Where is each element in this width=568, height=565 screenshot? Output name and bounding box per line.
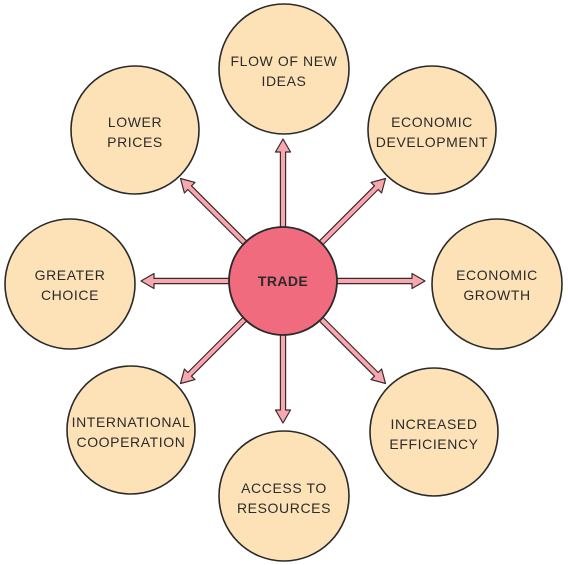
- node-label-line: ECONOMIC: [391, 114, 473, 130]
- node-label-line: FLOW OF NEW: [231, 53, 338, 69]
- node-label-line: RESOURCES: [237, 500, 331, 516]
- node-label-line: EFFICIENCY: [389, 436, 478, 452]
- arrow-to-increased-efficiency: [315, 313, 387, 385]
- node-label-line: INCREASED: [390, 416, 477, 432]
- node-greater-choice-circle: [4, 218, 136, 350]
- arrow-to-flow-of-new-ideas: [274, 138, 292, 232]
- node-flow-of-new-ideas: FLOW OF NEW IDEAS: [218, 3, 350, 135]
- node-lower-prices: LOWER PRICES: [70, 65, 200, 195]
- arrow-to-economic-growth: [332, 272, 426, 290]
- node-label-line: IDEAS: [261, 73, 306, 89]
- bubble-layer: FLOW OF NEW IDEAS ECONOMIC DEVELOPMENT E…: [4, 3, 563, 562]
- node-international-cooperation: INTERNATIONAL COOPERATION: [66, 365, 196, 495]
- node-label-line: CHOICE: [41, 287, 99, 303]
- node-increased-efficiency-circle: [369, 367, 499, 497]
- node-access-to-resources: ACCESS TO RESOURCES: [218, 430, 350, 562]
- center-node: TRADE: [228, 226, 338, 336]
- arrow-to-international-cooperation: [179, 313, 251, 385]
- node-economic-growth: ECONOMIC GROWTH: [431, 218, 563, 350]
- node-lower-prices-circle: [70, 65, 200, 195]
- arrow-to-access-to-resources: [274, 330, 292, 424]
- node-economic-development-circle: [367, 65, 497, 195]
- node-label-line: GREATER: [35, 267, 106, 283]
- node-international-cooperation-circle: [66, 365, 196, 495]
- node-label-line: GROWTH: [463, 287, 530, 303]
- arrow-layer: [140, 138, 426, 424]
- arrow-to-lower-prices: [179, 177, 251, 249]
- node-label-line: ACCESS TO: [241, 480, 327, 496]
- node-label-line: COOPERATION: [76, 434, 185, 450]
- center-circle: [228, 226, 338, 336]
- node-greater-choice: GREATER CHOICE: [4, 218, 136, 350]
- node-economic-development: ECONOMIC DEVELOPMENT: [367, 65, 497, 195]
- node-increased-efficiency: INCREASED EFFICIENCY: [369, 367, 499, 497]
- node-flow-of-new-ideas-circle: [218, 3, 350, 135]
- node-economic-growth-circle: [431, 218, 563, 350]
- node-label-line: INTERNATIONAL: [72, 414, 191, 430]
- node-label-line: PRICES: [107, 134, 163, 150]
- node-label-line: LOWER: [108, 114, 162, 130]
- node-label-line: ECONOMIC: [456, 267, 538, 283]
- arrow-to-greater-choice: [140, 272, 234, 290]
- node-access-to-resources-circle: [218, 430, 350, 562]
- arrow-to-economic-development: [315, 177, 387, 249]
- center-label: TRADE: [258, 273, 308, 289]
- node-label-line: DEVELOPMENT: [376, 134, 488, 150]
